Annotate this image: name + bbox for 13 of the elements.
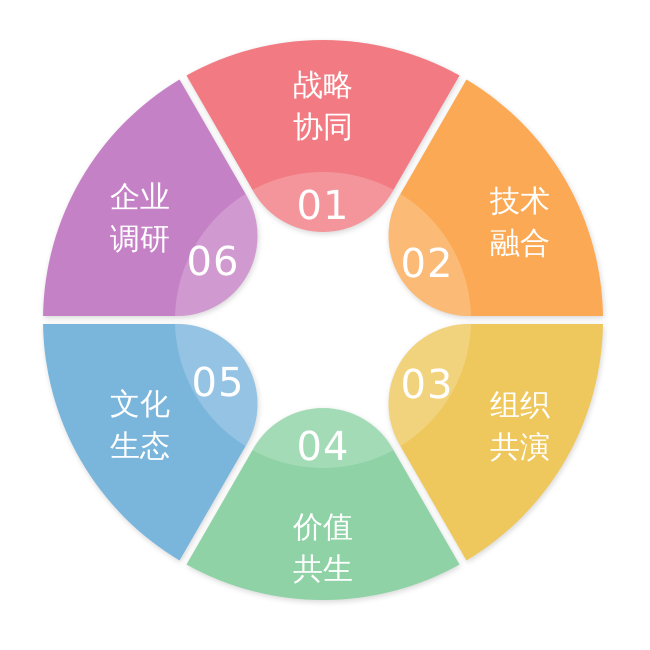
- segment-label: 价值共生: [292, 509, 354, 589]
- step-number: 01: [296, 184, 350, 228]
- segment-label: 战略协同: [292, 67, 354, 147]
- segment-label: 组织共演: [489, 387, 551, 467]
- segment-label: 企业调研: [109, 179, 171, 259]
- step-number: 04: [296, 425, 350, 469]
- step-number: 06: [186, 240, 240, 284]
- step-number: 05: [192, 361, 244, 405]
- step-number: 03: [400, 363, 454, 407]
- ring-segment: [43, 79, 259, 317]
- step-number: 02: [400, 242, 454, 286]
- segment-label: 文化生态: [109, 386, 171, 466]
- segment-label: 技术融合: [489, 183, 551, 263]
